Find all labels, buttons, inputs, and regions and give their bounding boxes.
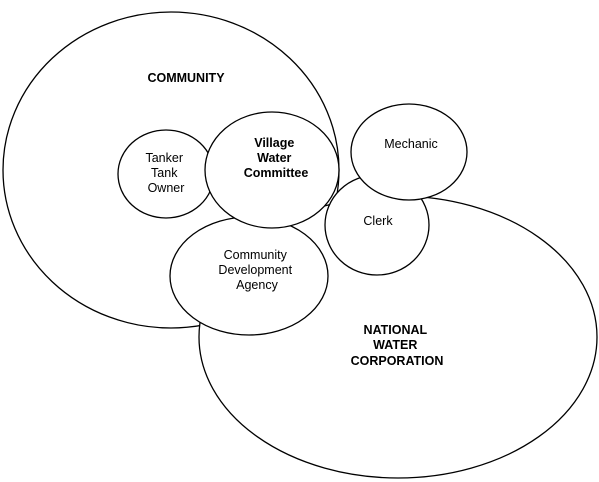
community-development-agency-label-line: Community (224, 248, 288, 262)
national-water-corporation-label-line: WATER (373, 338, 417, 352)
mechanic-label: Mechanic (384, 137, 438, 151)
community-development-agency-label-line: Development (218, 263, 292, 277)
mechanic-label-line: Mechanic (384, 137, 438, 151)
tanker-tank-owner-label-line: Owner (148, 181, 185, 195)
tanker-tank-owner-label-line: Tank (151, 166, 178, 180)
national-water-corporation-label: NATIONAL WATER CORPORATION (351, 323, 444, 368)
national-water-corporation-label-line: NATIONAL (364, 323, 428, 337)
community-development-agency-label: Community Development Agency (218, 248, 295, 292)
clerk-label-line: Clerk (363, 214, 393, 228)
village-water-committee-circle (204, 111, 340, 229)
tanker-tank-owner-label-line: Tanker (145, 151, 183, 165)
village-water-committee-label: Village Water Committee (244, 136, 309, 180)
national-water-corporation-label-line: CORPORATION (351, 354, 444, 368)
mechanic-circle (350, 103, 468, 201)
village-water-committee-label-line: Water (257, 151, 291, 165)
community-label-line: COMMUNITY (147, 71, 225, 85)
community-development-agency-label-line: Agency (236, 278, 278, 292)
village-water-committee-label-line: Village (254, 136, 294, 150)
tanker-tank-owner-label: Tanker Tank Owner (145, 151, 186, 195)
village-water-committee-label-line: Committee (244, 166, 309, 180)
community-label: COMMUNITY (147, 71, 225, 85)
clerk-label: Clerk (363, 214, 393, 228)
